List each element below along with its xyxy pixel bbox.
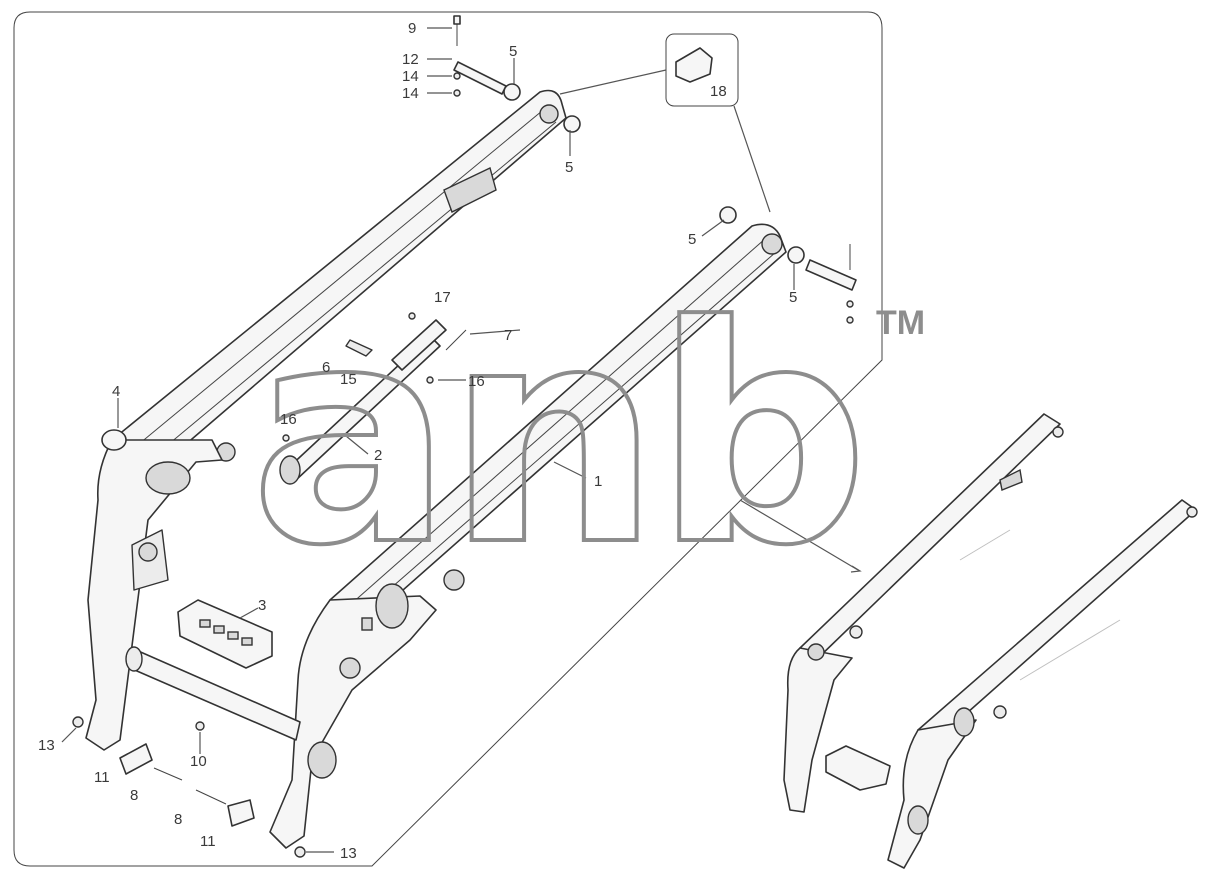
callout-17: 17 (434, 289, 451, 306)
callout-13: 13 (38, 737, 55, 754)
callout-4: 4 (112, 383, 120, 400)
callout-5: 5 (789, 289, 797, 306)
callout-labels: 9 12 14 14 5 5 5 5 18 17 7 6 15 16 16 4 … (38, 20, 797, 862)
right-upright (269, 583, 437, 849)
brackets (279, 319, 447, 485)
callout-14: 14 (402, 68, 419, 85)
callout-13: 13 (340, 845, 357, 862)
left-boom-arm (111, 89, 567, 476)
callout-14: 14 (402, 85, 419, 102)
callout-10: 10 (190, 753, 207, 770)
callout-8: 8 (130, 787, 138, 804)
watermark-trademark: TM (876, 304, 925, 342)
callout-2: 2 (374, 447, 382, 464)
callout-9: 9 (408, 20, 416, 37)
callout-5: 5 (688, 231, 696, 248)
leader-lines (61, 27, 862, 853)
callout-11: 11 (200, 833, 216, 850)
pins-and-bushings (72, 15, 857, 858)
callout-3: 3 (258, 597, 266, 614)
cross-tube (125, 646, 301, 741)
callout-8: 8 (174, 811, 182, 828)
watermark: anb TM (248, 260, 925, 613)
assembled-view (783, 413, 1198, 869)
callout-5: 5 (509, 43, 517, 60)
right-boom-arm (329, 223, 787, 629)
watermark-logo: anb (250, 262, 863, 611)
callout-18: 18 (710, 83, 727, 100)
callout-16: 16 (468, 373, 485, 390)
callout-16: 16 (280, 411, 297, 428)
callout-11: 11 (94, 769, 110, 786)
callout-6: 6 (322, 359, 330, 376)
callout-1: 1 (594, 473, 602, 490)
step-plate (177, 599, 273, 669)
callout-15: 15 (340, 371, 357, 388)
callout-12: 12 (402, 51, 419, 68)
grease-nipple-detail (559, 33, 771, 213)
assembly-frame (13, 11, 883, 867)
left-upright (85, 439, 223, 751)
callout-7: 7 (504, 327, 512, 344)
callout-5: 5 (565, 159, 573, 176)
